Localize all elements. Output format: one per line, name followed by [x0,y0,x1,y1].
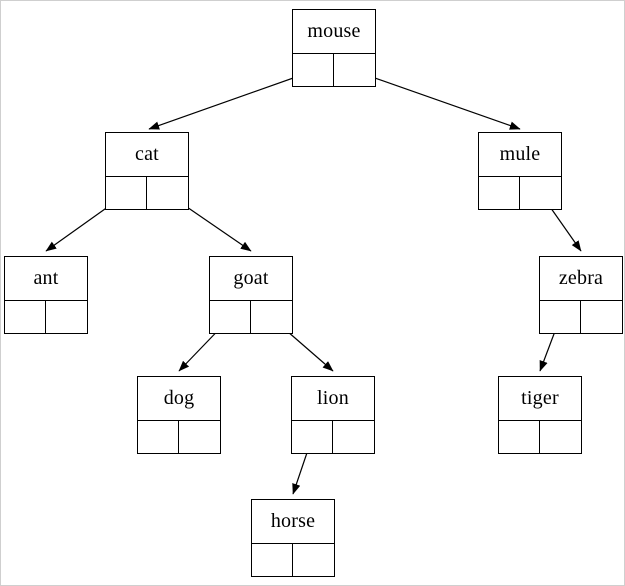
node-pointers-cat [106,177,188,209]
right-pointer-cell-horse[interactable] [293,544,334,576]
right-pointer-cell-cat[interactable] [147,177,188,209]
tree-node-tiger[interactable]: tiger [498,376,582,454]
right-pointer-cell-lion[interactable] [333,421,374,453]
tree-node-ant[interactable]: ant [4,256,88,334]
tree-node-lion[interactable]: lion [291,376,375,454]
right-pointer-cell-dog[interactable] [179,421,220,453]
edge-mouse-left-to-cat [148,70,314,130]
node-label-goat: goat [210,257,292,301]
tree-node-zebra[interactable]: zebra [539,256,623,334]
node-pointers-dog [138,421,220,453]
left-pointer-cell-ant[interactable] [5,301,46,333]
tree-node-horse[interactable]: horse [251,499,335,577]
tree-node-cat[interactable]: cat [105,132,189,210]
node-pointers-mouse [293,54,375,86]
tree-node-dog[interactable]: dog [137,376,221,454]
node-label-mouse: mouse [293,10,375,54]
node-pointers-mule [479,177,561,209]
right-pointer-cell-mouse[interactable] [334,54,375,86]
right-pointer-cell-tiger[interactable] [540,421,581,453]
left-pointer-cell-cat[interactable] [106,177,147,209]
tree-node-goat[interactable]: goat [209,256,293,334]
node-label-mule: mule [479,133,561,177]
left-pointer-cell-lion[interactable] [292,421,333,453]
tree-node-mouse[interactable]: mouse [292,9,376,87]
left-pointer-cell-tiger[interactable] [499,421,540,453]
left-pointer-cell-dog[interactable] [138,421,179,453]
node-pointers-zebra [540,301,622,333]
right-pointer-cell-mule[interactable] [520,177,561,209]
right-pointer-cell-goat[interactable] [251,301,292,333]
node-pointers-ant [5,301,87,333]
node-label-lion: lion [292,377,374,421]
node-label-tiger: tiger [499,377,581,421]
node-label-ant: ant [5,257,87,301]
edge-mouse-right-to-mule [354,70,521,130]
left-pointer-cell-mouse[interactable] [293,54,334,86]
left-pointer-cell-mule[interactable] [479,177,520,209]
node-pointers-goat [210,301,292,333]
tree-node-mule[interactable]: mule [478,132,562,210]
left-pointer-cell-goat[interactable] [210,301,251,333]
node-label-zebra: zebra [540,257,622,301]
node-pointers-lion [292,421,374,453]
node-label-dog: dog [138,377,220,421]
left-pointer-cell-horse[interactable] [252,544,293,576]
node-pointers-tiger [499,421,581,453]
node-label-cat: cat [106,133,188,177]
right-pointer-cell-zebra[interactable] [581,301,622,333]
right-pointer-cell-ant[interactable] [46,301,87,333]
node-pointers-horse [252,544,334,576]
left-pointer-cell-zebra[interactable] [540,301,581,333]
node-label-horse: horse [252,500,334,544]
